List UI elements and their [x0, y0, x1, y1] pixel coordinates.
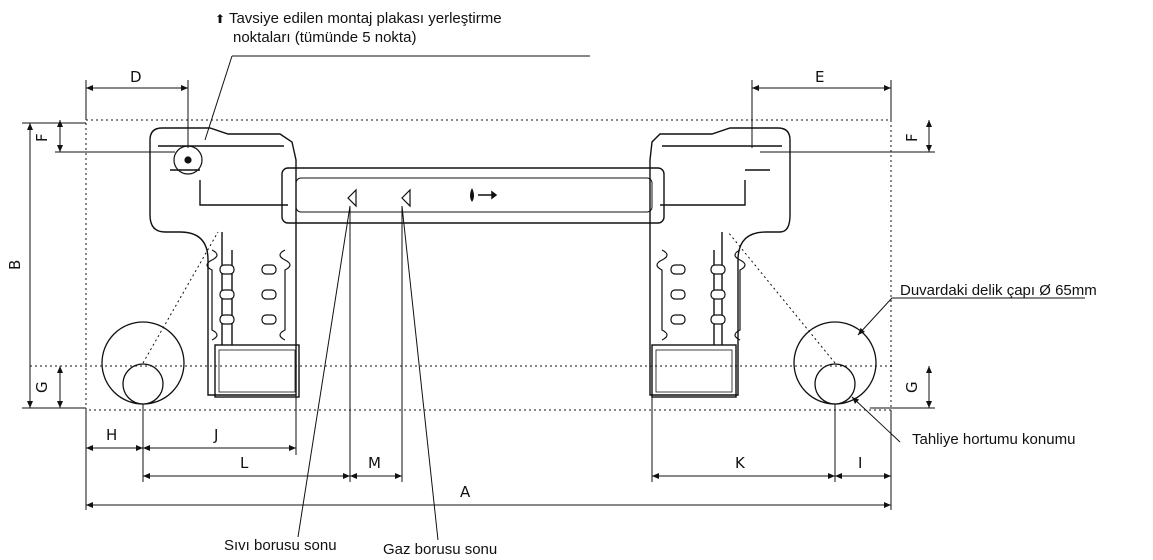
dim-f-right-label: F [903, 133, 921, 142]
mounting-points-callout: ⬆ Tavsiye edilen montaj plakası yerleşti… [215, 10, 502, 28]
gas-pipe-callout: Gaz borusu sonu [383, 541, 498, 558]
wall-hole-callout: Duvardaki delik çapı Ø 65mm [900, 282, 1097, 299]
right-cutouts [656, 249, 746, 341]
dim-g-left-label: G [33, 381, 51, 393]
plate-crossbar [281, 167, 665, 224]
left-slots [219, 264, 277, 325]
liquid-pipe-callout: Sıvı borusu sonu [224, 537, 337, 554]
drop-arrow-icon [470, 188, 498, 202]
pipe-end-markers [347, 188, 411, 208]
dim-h-label: H [106, 426, 117, 444]
dim-j-label: J [213, 426, 218, 444]
mounting-points-text-2: noktaları (tümünde 5 nokta) [233, 29, 417, 46]
dim-i-label: I [858, 454, 862, 472]
dim-g-right-label: G [903, 381, 921, 393]
dim-d-label: D [130, 68, 142, 86]
indoor-unit-outline [85, 119, 892, 411]
right-plate-bracket [649, 127, 791, 398]
dim-k-label: K [735, 454, 746, 472]
hole-guide-lines [30, 231, 895, 367]
up-arrow-icon: ⬆ [215, 12, 226, 26]
dim-l-label: L [240, 454, 249, 472]
dim-b-label: B [6, 260, 24, 270]
left-cutouts [206, 249, 291, 341]
callout-leaders [204, 55, 1085, 541]
dim-m-label: M [368, 454, 381, 472]
mounting-points-callout-line2: noktaları (tümünde 5 nokta) [233, 29, 416, 46]
mounting-points-text-1: Tavsiye edilen montaj plakası yerleştirm… [228, 10, 502, 27]
right-slots [670, 264, 726, 325]
drain-hose-callout: Tahliye hortumu konumu [912, 431, 1076, 448]
dimension-lines [22, 80, 935, 510]
dim-a-label: A [460, 483, 471, 501]
dim-e-label: E [815, 68, 824, 86]
dim-f-left-label: F [33, 133, 51, 142]
